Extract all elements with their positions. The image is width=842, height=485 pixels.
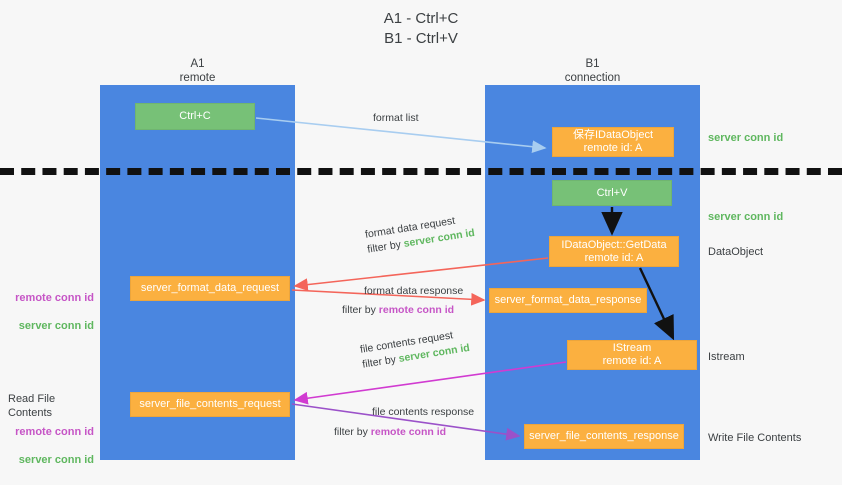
label-server-conn-id: server conn id	[18, 320, 94, 332]
edge-label-line1: format data response	[364, 285, 464, 297]
box-server-file-contents-response[interactable]: server_file_contents_response	[524, 424, 684, 449]
edge-label-file-contents-request: file contents request filter by server c…	[359, 326, 471, 372]
filter-prefix: filter by	[342, 304, 379, 316]
box-idataobject-getdata[interactable]: IDataObject::GetData remote id: A	[549, 236, 679, 267]
phase-separator	[0, 168, 842, 175]
edge-label-filter: filter by remote conn id	[342, 303, 463, 317]
filter-prefix: filter by	[334, 426, 371, 438]
filter-value: remote conn id	[370, 426, 447, 438]
box-ctrl-c[interactable]: Ctrl+C	[135, 103, 255, 130]
label-istream: Istream	[708, 351, 745, 363]
label-server-conn-id-mid: server conn id	[708, 211, 784, 223]
page-title: A1 - Ctrl+C B1 - Ctrl+V	[383, 10, 459, 47]
label-server-conn-id-2: server conn id	[18, 454, 94, 466]
column-header-a1: A1 remote	[179, 58, 216, 84]
label-write-file-contents: Write File Contents	[708, 432, 802, 444]
edge-label-file-contents-response: file contents response filter by remote …	[334, 405, 475, 439]
column-header-b1: B1 connection	[564, 58, 621, 84]
edge-label-filter: filter by remote conn id	[334, 425, 474, 439]
label-dataobject: DataObject	[708, 246, 764, 258]
box-server-format-data-response[interactable]: server_format_data_response	[489, 288, 647, 313]
box-istream[interactable]: IStream remote id: A	[567, 340, 697, 370]
label-remote-conn-id-2: remote conn id	[15, 426, 94, 438]
label-conn-ids-file: remote conn id server conn id	[8, 411, 94, 481]
box-ctrl-v[interactable]: Ctrl+V	[552, 180, 672, 206]
edge-label-format-data-request: format data request filter by server con…	[364, 211, 476, 257]
filter-value: remote conn id	[378, 304, 455, 316]
label-remote-conn-id: remote conn id	[15, 292, 94, 304]
label-read-file-contents: Read File Contents	[8, 393, 56, 419]
box-server-format-data-request[interactable]: server_format_data_request	[130, 276, 290, 301]
label-conn-ids-format: remote conn id server conn id	[8, 277, 94, 347]
edge-label-format-data-response: format data response filter by remote co…	[342, 284, 464, 317]
edge-label-format-list: format list	[373, 112, 419, 124]
label-server-conn-id-top: server conn id	[708, 132, 784, 144]
box-server-file-contents-request[interactable]: server_file_contents_request	[130, 392, 290, 417]
box-idataobject[interactable]: 保存IDataObject remote id: A	[552, 127, 674, 157]
edge-label-line1: file contents response	[372, 406, 475, 418]
